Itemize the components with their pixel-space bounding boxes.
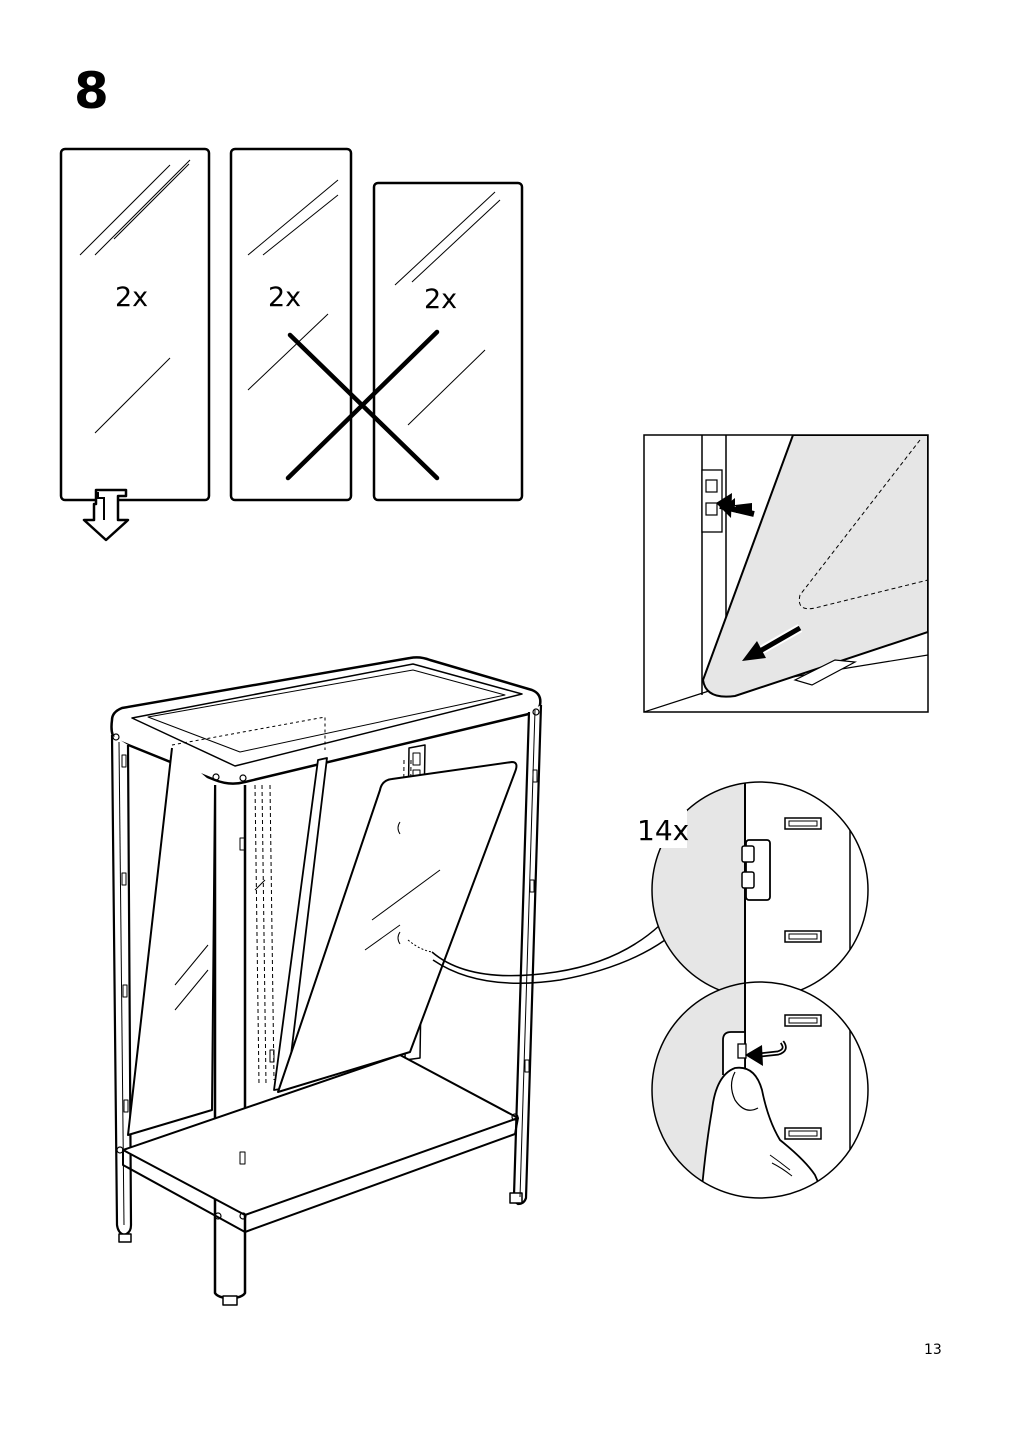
pull-arrow-icon [742,624,803,661]
step-number: 8 [74,62,109,120]
cabinet-illustration [110,656,543,1306]
panel-quantity-2: 2x [268,282,302,313]
panel-quantity-3: 2x [424,284,458,315]
detail-box-glass-placement [643,434,929,713]
curved-arrow-icon [745,1040,787,1066]
panel-quantity-1: 2x [115,282,149,313]
push-arrow-icon [716,493,755,518]
down-arrow-icon [82,488,130,542]
callout-leader [431,924,661,977]
detail-circle-hooks [651,781,869,999]
hooks-quantity: 14x [637,814,690,847]
glass-panel-3 [372,181,524,502]
glass-panel-1 [59,147,211,502]
glass-panel-2 [229,147,353,502]
cross-out-icon [285,329,440,481]
detail-circle-finger [651,981,869,1199]
page-number: 13 [924,1342,942,1358]
